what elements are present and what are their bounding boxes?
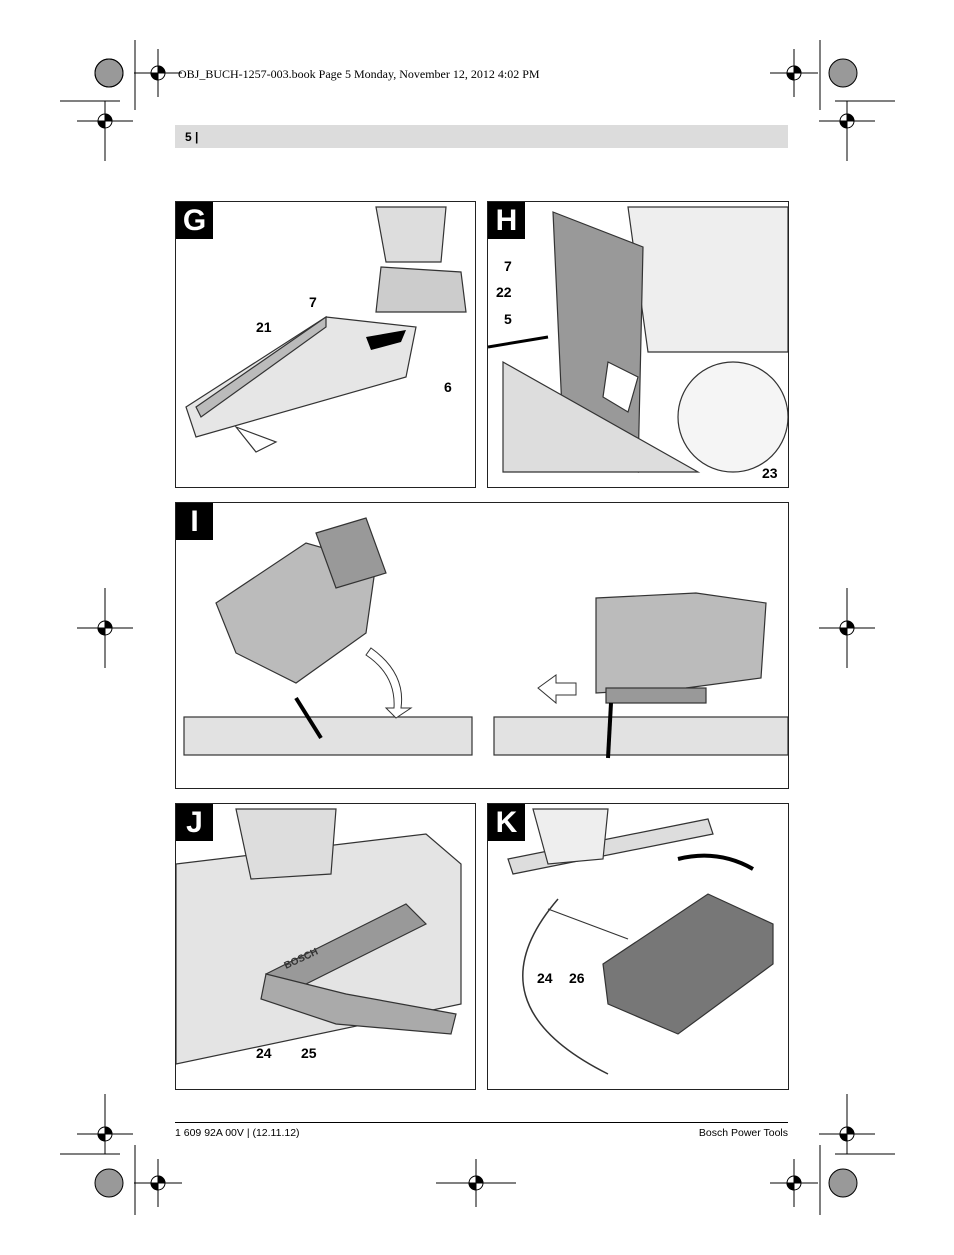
footer-left: 1 609 92A 00V | (12.11.12) [175,1127,300,1139]
header-bar [175,125,788,148]
figure-letter: G [176,202,213,239]
footer-rule [175,1122,788,1123]
baseplate-illustration [185,206,467,453]
callout-6: 6 [444,379,452,395]
callout-22: 22 [496,284,512,300]
callout-26: 26 [569,970,585,986]
callout-7: 7 [309,294,317,310]
figure-i: I [175,502,789,789]
callout-25: 25 [301,1045,317,1061]
callout-21: 21 [256,319,272,335]
figure-letter: K [488,804,525,841]
callout-24: 24 [537,970,553,986]
figure-letter: J [176,804,213,841]
figure-k: K 24 26 [487,803,789,1090]
callout-5: 5 [504,311,512,327]
circle-cut-illustration [507,808,774,1075]
figure-j: J BOSCH 24 25 [175,803,476,1090]
callout-24: 24 [256,1045,272,1061]
page-number: 5 | [185,130,199,144]
footer-right: Bosch Power Tools [698,1127,788,1139]
figure-letter: H [488,202,525,239]
figure-letter: I [176,503,213,540]
figure-h: H 7 22 5 23 [487,201,789,488]
parallel-guide-illustration: BOSCH [176,808,462,1065]
blade-change-illustration [488,206,788,473]
plunge-cut-illustration [183,517,788,759]
callout-23: 23 [762,465,778,481]
figure-g: G 7 21 6 [175,201,476,488]
callout-7: 7 [504,258,512,274]
slug-line: OBJ_BUCH-1257-003.book Page 5 Monday, No… [178,67,540,81]
